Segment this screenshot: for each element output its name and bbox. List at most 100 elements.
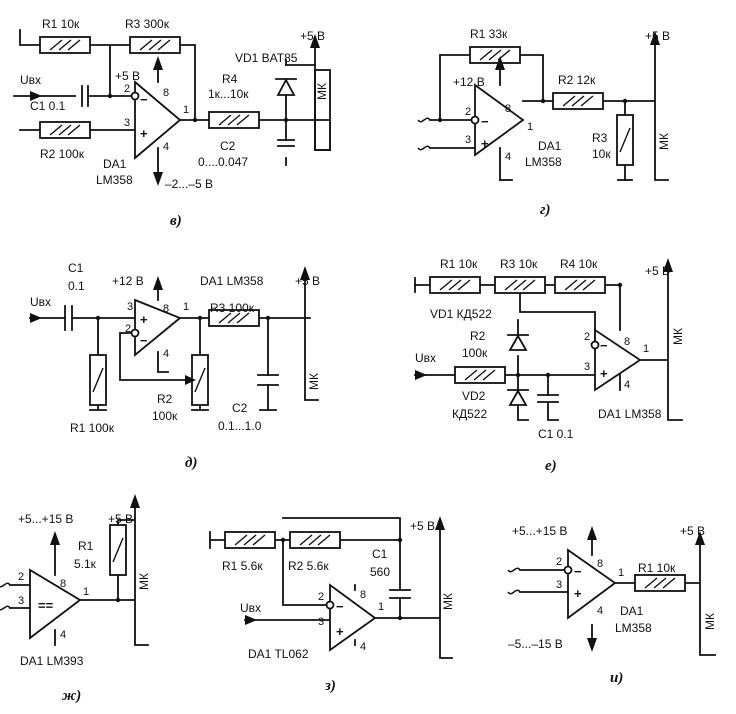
caption-v: в) bbox=[170, 213, 182, 229]
label-c2-name-d: C2 bbox=[232, 401, 248, 415]
label-c2-val-v: 0....0.047 bbox=[198, 155, 248, 169]
caption-g: г) bbox=[540, 202, 551, 218]
label-vd1-v: VD1 BAT85 bbox=[235, 51, 298, 65]
pin-8-i: 8 bbox=[597, 558, 603, 570]
circuit-zh: +5...+15 В +5 В R1 5.1к DA1 LM393 == МК … bbox=[0, 494, 151, 704]
sign-plus-d: + bbox=[140, 312, 148, 327]
label-opsupply-d: +12 В bbox=[112, 274, 144, 288]
opamp-da1-e bbox=[594, 328, 642, 392]
pin-4-z: 4 bbox=[360, 641, 366, 653]
label-c1-name-d: C1 bbox=[68, 261, 84, 275]
label-r4-name-v: R4 bbox=[222, 72, 238, 86]
pin-3-v: 3 bbox=[124, 117, 130, 129]
pin-8-d: 8 bbox=[163, 303, 169, 315]
label-vd2-val-e: КД522 bbox=[452, 407, 487, 421]
label-r4-val-v: 1к...10к bbox=[208, 87, 249, 101]
pin-1-g: 1 bbox=[527, 121, 533, 133]
caption-e: е) bbox=[545, 458, 557, 474]
label-r2-val-d: 100к bbox=[152, 409, 178, 423]
pin-1-i: 1 bbox=[618, 567, 624, 579]
sign-minus-z: − bbox=[336, 599, 344, 614]
pin-4-e: 4 bbox=[624, 379, 630, 391]
circuit-z: +5 В C1 560 R1 5.6к R2 5.6к Uвх DA1 TL06… bbox=[209, 516, 455, 694]
pin-1-z: 1 bbox=[378, 601, 384, 613]
label-da-i: DA1 bbox=[620, 604, 644, 618]
pin-4-i: 4 bbox=[597, 605, 603, 617]
label-c1-val-d: 0.1 bbox=[68, 279, 85, 293]
label-vdd-e: +5 В bbox=[645, 264, 670, 278]
label-da-d: DA1 LM358 bbox=[200, 274, 264, 288]
pin-8-v: 8 bbox=[163, 87, 169, 99]
caption-z: з) bbox=[324, 678, 336, 694]
pin-3-e: 3 bbox=[584, 361, 590, 373]
sign-plus-g: + bbox=[481, 136, 489, 151]
label-vdd-g: +5 В bbox=[645, 29, 670, 43]
label-negsupply-i: –5...–15 В bbox=[508, 637, 563, 651]
label-vd2-name-e: VD2 bbox=[462, 389, 486, 403]
label-c1-val-z: 560 bbox=[370, 565, 390, 579]
label-uin-v: Uвх bbox=[20, 73, 41, 87]
sign-minus-v: − bbox=[140, 92, 148, 107]
label-uin-z: Uвх bbox=[240, 601, 261, 615]
pin-1-zh: 1 bbox=[83, 586, 89, 598]
label-supply-i: +5...+15 В bbox=[512, 524, 567, 538]
pin-1-d: 1 bbox=[183, 301, 189, 313]
pin-3-z: 3 bbox=[318, 616, 324, 628]
caption-i: и) bbox=[610, 670, 623, 686]
label-r3-name-g: R3 bbox=[592, 131, 608, 145]
label-chip-v: LM358 bbox=[96, 173, 133, 187]
label-mk-v: МК bbox=[315, 83, 329, 100]
label-r2-name-e: R2 bbox=[470, 329, 486, 343]
pin-2-z: 2 bbox=[318, 591, 324, 603]
label-mk-z: МК bbox=[441, 593, 455, 610]
label-r2-val-e: 100к bbox=[462, 346, 488, 360]
label-r2-name-d: R2 bbox=[157, 392, 173, 406]
pin-8-z: 8 bbox=[360, 589, 366, 601]
pin-4-v: 4 bbox=[163, 141, 169, 153]
label-mk-e: МК bbox=[671, 328, 685, 345]
label-da-z: DA1 TL062 bbox=[248, 647, 309, 661]
diode-vd1-e bbox=[508, 334, 528, 351]
label-vdd-d: +5 В bbox=[295, 274, 320, 288]
pin-2-e: 2 bbox=[584, 331, 590, 343]
label-da-g: DA1 bbox=[538, 139, 562, 153]
sign-minus-d: − bbox=[140, 333, 148, 348]
caption-zh: ж) bbox=[62, 688, 81, 704]
opamp-da1-d bbox=[134, 298, 182, 357]
pin-2-d: 2 bbox=[125, 323, 131, 335]
label-da-e: DA1 LM358 bbox=[598, 407, 662, 421]
pin-2-i: 2 bbox=[556, 556, 562, 568]
pin-4-d: 4 bbox=[163, 348, 169, 360]
pin-3-i: 3 bbox=[556, 579, 562, 591]
pin-8-g: 8 bbox=[505, 103, 511, 115]
label-mk-zh: МК bbox=[137, 573, 151, 590]
pin-3-zh: 3 bbox=[18, 595, 24, 607]
label-uin-e: Uвх bbox=[415, 351, 436, 365]
circuit-i: +5...+15 В +5 В R1 10к DA1 LM358 –5...–1… bbox=[507, 524, 717, 686]
label-da-v: DA1 bbox=[103, 157, 127, 171]
label-da-zh: DA1 LM393 bbox=[20, 654, 84, 668]
pin-1-e: 1 bbox=[643, 343, 649, 355]
label-negsupply-v: –2...–5 В bbox=[165, 177, 213, 191]
pin-4-g: 4 bbox=[505, 151, 511, 163]
sign-plus-v: + bbox=[140, 126, 148, 141]
sign-minus-e: − bbox=[600, 338, 608, 353]
label-r1-val-zh: 5.1к bbox=[74, 557, 97, 571]
label-opsupply-v: +5 В bbox=[115, 69, 140, 83]
pin-8-zh: 8 bbox=[60, 578, 66, 590]
diode-vd2-e bbox=[508, 389, 528, 406]
circuit-v: R1 10к R3 300к +5 В VD1 BAT85 Uвх +5 В R… bbox=[13, 17, 331, 229]
label-vd1-e: VD1 КД522 bbox=[430, 307, 492, 321]
pin-3-g: 3 bbox=[465, 134, 471, 146]
label-r1-d: R1 100к bbox=[70, 421, 115, 435]
label-c2-val-d: 0.1...1.0 bbox=[218, 419, 262, 433]
circuit-e: R1 10к R3 10к R4 10к +5 В VD1 КД522 R2 1… bbox=[414, 257, 685, 474]
label-r1-i: R1 10к bbox=[638, 561, 676, 575]
label-opsupply-g: +12 В bbox=[453, 75, 485, 89]
label-vdd-z: +5 В bbox=[410, 519, 435, 533]
sign-minus-g: − bbox=[481, 114, 489, 129]
label-chip-i: LM358 bbox=[615, 621, 652, 635]
label-supply-zh: +5...+15 В bbox=[18, 512, 73, 526]
label-r4-e: R4 10к bbox=[560, 257, 598, 271]
